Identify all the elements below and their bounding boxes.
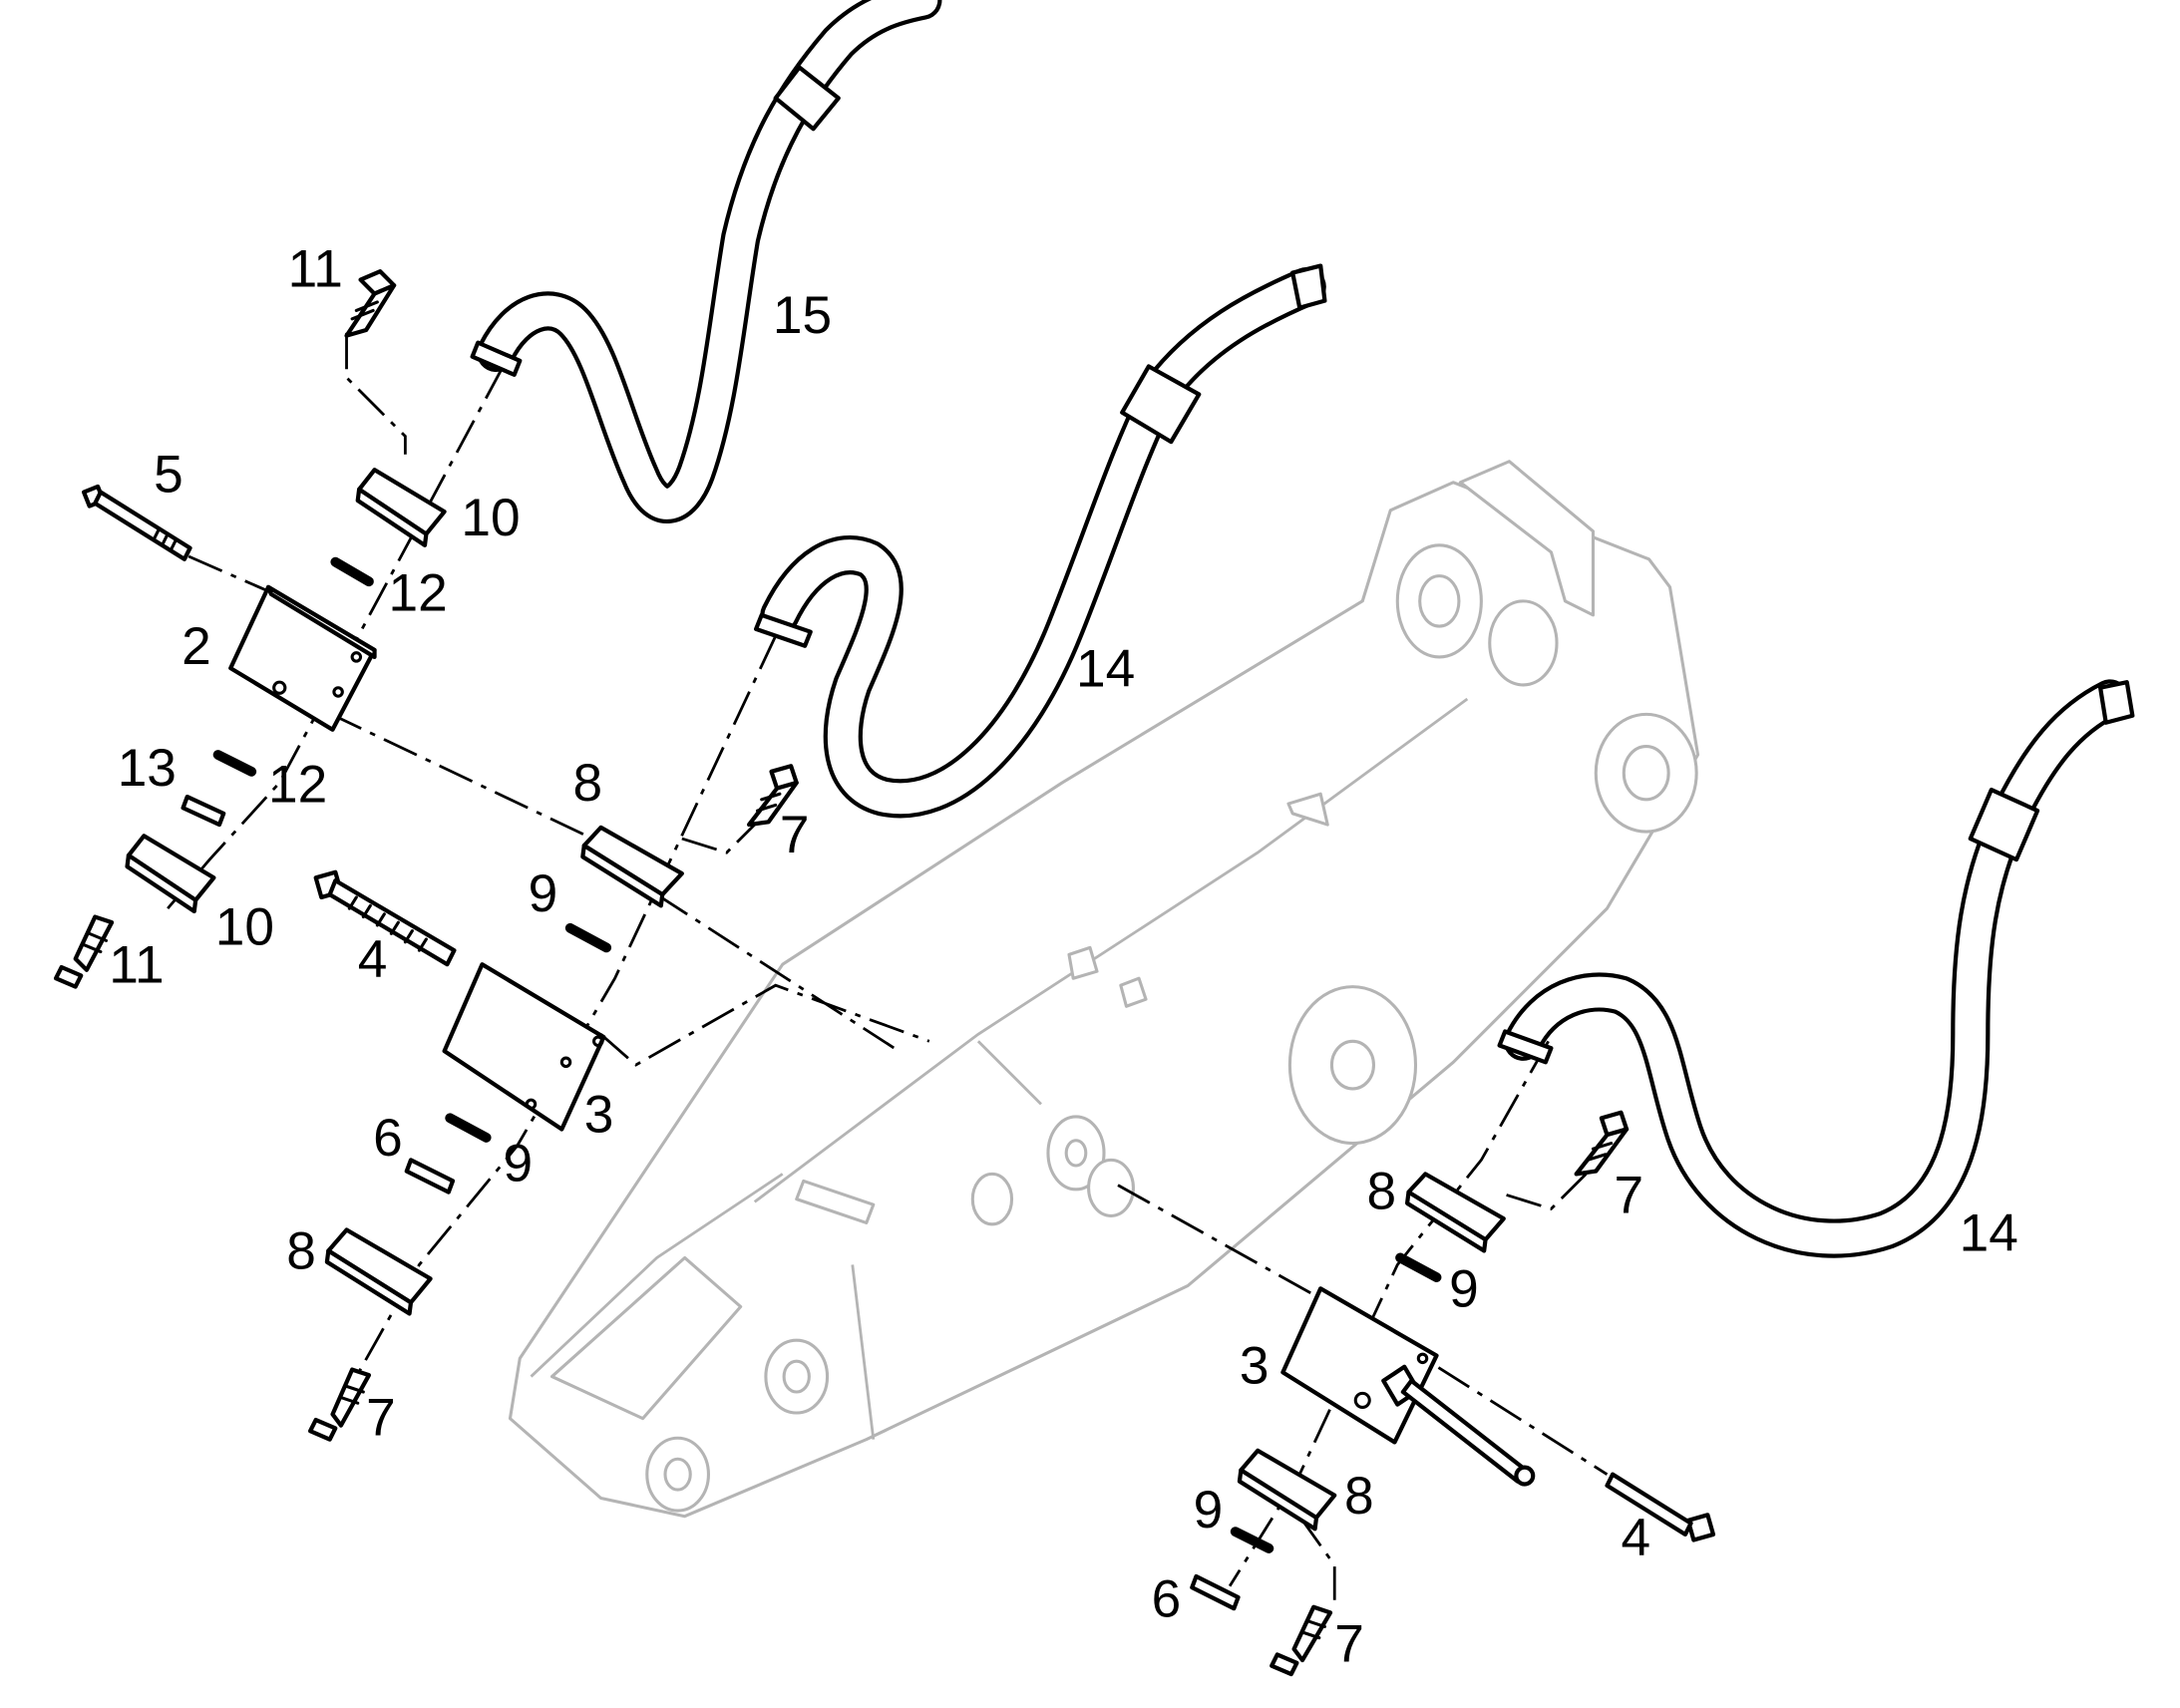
bolt-7-right-upper bbox=[1574, 1110, 1630, 1177]
callout-11-upper: 11 bbox=[288, 240, 343, 299]
block-3-right bbox=[1280, 1286, 1439, 1445]
callout-9-left: 9 bbox=[503, 1134, 533, 1193]
callout-6-left: 6 bbox=[373, 1109, 403, 1168]
callout-12-lower: 12 bbox=[268, 756, 327, 815]
seal-9-right-lower bbox=[1230, 1527, 1274, 1553]
bolt-4-right bbox=[1605, 1472, 1716, 1542]
bolt-5 bbox=[81, 484, 192, 561]
clamp-8-mid bbox=[580, 825, 684, 908]
callout-9-mid: 9 bbox=[529, 864, 558, 923]
block-3-left bbox=[442, 962, 606, 1132]
boom-tip-bracket bbox=[1458, 460, 1596, 617]
callout-12-upper: 12 bbox=[389, 564, 448, 623]
seals bbox=[181, 556, 1442, 1611]
bolt-4-left bbox=[313, 869, 457, 967]
hose-14-lower-flange bbox=[1497, 1029, 1554, 1065]
callout-8-right-upper: 8 bbox=[1366, 1162, 1396, 1220]
hose-15-flange bbox=[470, 340, 523, 377]
hose-14-upper bbox=[753, 263, 1327, 819]
seal-13 bbox=[181, 794, 226, 828]
callout-8-right-lower: 8 bbox=[1344, 1467, 1374, 1526]
callout-7-right-upper: 7 bbox=[1614, 1167, 1643, 1225]
spacer-6-left bbox=[404, 1158, 456, 1195]
callout-9-right-lower: 9 bbox=[1194, 1481, 1224, 1539]
callout-2: 2 bbox=[182, 617, 211, 676]
bolt-7-mid bbox=[746, 764, 799, 828]
callout-14-upper: 14 bbox=[1076, 639, 1135, 698]
boom-arm bbox=[508, 460, 1700, 1519]
callout-9-right-upper: 9 bbox=[1449, 1260, 1479, 1319]
seal-9-left bbox=[445, 1113, 492, 1143]
hose-15-ferrule bbox=[773, 65, 841, 132]
callout-8-left: 8 bbox=[286, 1222, 316, 1281]
clamp-10-lower bbox=[125, 834, 216, 914]
clamp-8-left bbox=[324, 1227, 433, 1316]
callout-7-right-lower: 7 bbox=[1334, 1614, 1364, 1673]
callout-13: 13 bbox=[118, 739, 177, 798]
callout-15: 15 bbox=[773, 286, 832, 345]
bolt-inserted-right bbox=[1400, 1378, 1536, 1487]
callout-11-lower: 11 bbox=[109, 935, 164, 994]
hose-14-lower-ferrule bbox=[1968, 787, 2040, 862]
callout-10-upper: 10 bbox=[461, 489, 520, 547]
seal-12-upper bbox=[330, 556, 374, 587]
callout-4-right: 4 bbox=[1621, 1509, 1650, 1567]
clamp-8-right-lower bbox=[1237, 1448, 1337, 1532]
callout-5: 5 bbox=[154, 446, 183, 505]
block-2 bbox=[228, 584, 377, 732]
seal-9-mid bbox=[564, 922, 612, 953]
clamp-10-upper bbox=[355, 468, 447, 547]
bolt-7-right-lower bbox=[1270, 1604, 1333, 1677]
callout-7-mid: 7 bbox=[780, 806, 810, 864]
bolt-11-lower bbox=[53, 914, 115, 989]
hose-15 bbox=[470, 0, 942, 523]
hose-14-lower bbox=[1497, 679, 2135, 1258]
callout-8-mid: 8 bbox=[573, 754, 603, 813]
callout-14-lower: 14 bbox=[1960, 1203, 2018, 1262]
bolt-11-upper bbox=[344, 269, 397, 338]
callout-6-right: 6 bbox=[1152, 1570, 1182, 1629]
seal-12-lower bbox=[212, 750, 257, 777]
seal-9-right-upper bbox=[1395, 1252, 1442, 1282]
callout-3-right: 3 bbox=[1240, 1337, 1270, 1396]
spacer-6-right bbox=[1190, 1573, 1241, 1611]
hose-14-upper-flange bbox=[753, 612, 813, 648]
callout-3-left: 3 bbox=[584, 1085, 614, 1144]
callout-4-left: 4 bbox=[358, 930, 388, 989]
callout-labels: 11 15 5 10 12 2 14 13 12 8 7 9 10 4 11 3… bbox=[109, 240, 2018, 1674]
hose-14-upper-ferrule bbox=[1120, 364, 1202, 445]
bolt-7-left bbox=[307, 1367, 372, 1442]
boom-frame-window bbox=[549, 1255, 743, 1421]
clamp-8-right-upper bbox=[1404, 1172, 1506, 1253]
callout-7-left: 7 bbox=[366, 1388, 396, 1447]
callout-10-lower: 10 bbox=[215, 898, 274, 957]
